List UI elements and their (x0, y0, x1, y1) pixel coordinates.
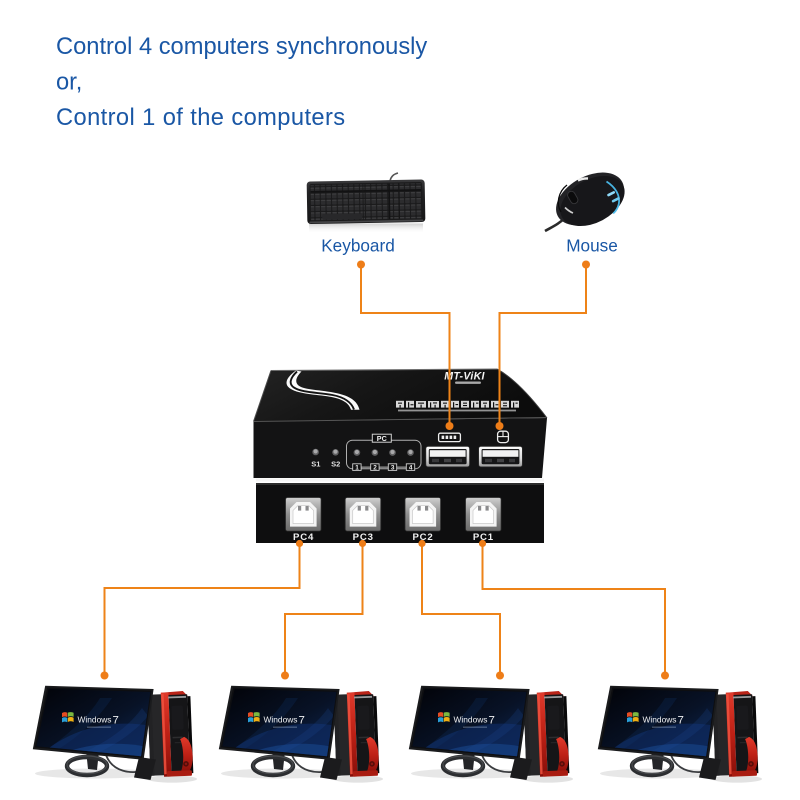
svg-text:Windows: Windows (78, 715, 112, 725)
svg-text:PC1: PC1 (473, 532, 494, 543)
svg-text:PC2: PC2 (412, 532, 433, 543)
svg-text:or,: or, (56, 69, 82, 95)
svg-text:PC: PC (377, 434, 387, 443)
svg-text:PC3: PC3 (353, 532, 374, 543)
svg-text:3: 3 (391, 464, 395, 471)
svg-text:Keyboard: Keyboard (321, 236, 395, 256)
svg-text:2: 2 (373, 464, 377, 471)
svg-text:S2: S2 (331, 460, 340, 469)
svg-text:1: 1 (355, 464, 359, 471)
svg-text:Mouse: Mouse (566, 236, 618, 256)
svg-text:MT-ViKI: MT-ViKI (444, 371, 485, 383)
svg-text:4: 4 (409, 464, 413, 471)
svg-text:S1: S1 (311, 460, 320, 469)
svg-text:Control 1 of the computers: Control 1 of the computers (56, 105, 346, 131)
svg-text:7: 7 (113, 715, 119, 727)
svg-text:PC4: PC4 (293, 532, 314, 543)
svg-text:Control 4 computers synchronou: Control 4 computers synchronously (56, 34, 427, 60)
